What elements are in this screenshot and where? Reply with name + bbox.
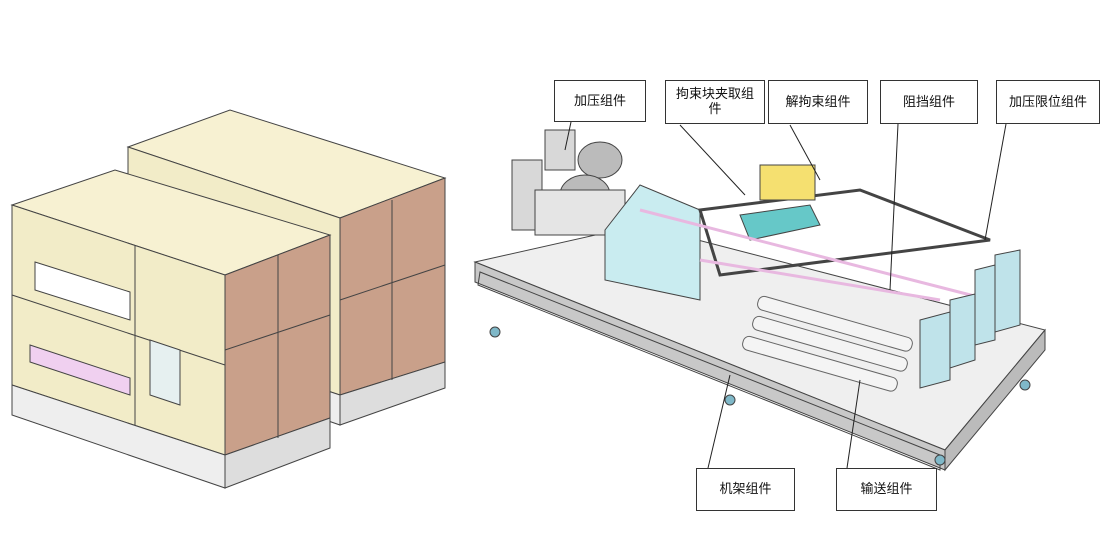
label-conveyor-assembly: 输送组件 xyxy=(836,468,937,511)
label-press-limit-assembly: 加压限位组件 xyxy=(996,80,1100,124)
label-pressurize-assembly: 加压组件 xyxy=(554,80,646,122)
leader-lines xyxy=(564,121,1007,469)
label-block-assembly: 阻挡组件 xyxy=(880,80,978,124)
label-unclamp-assembly: 解拘束组件 xyxy=(768,80,868,124)
conveyor-rollers xyxy=(639,208,991,392)
upper-gantry xyxy=(604,164,991,301)
label-frame-assembly: 机架组件 xyxy=(696,468,795,511)
front-cabinet xyxy=(10,169,332,489)
label-clamp-pick-assembly: 拘束块夹取组件 xyxy=(665,80,765,124)
stop-shields xyxy=(919,249,1021,389)
pressurize-motors xyxy=(511,129,626,236)
